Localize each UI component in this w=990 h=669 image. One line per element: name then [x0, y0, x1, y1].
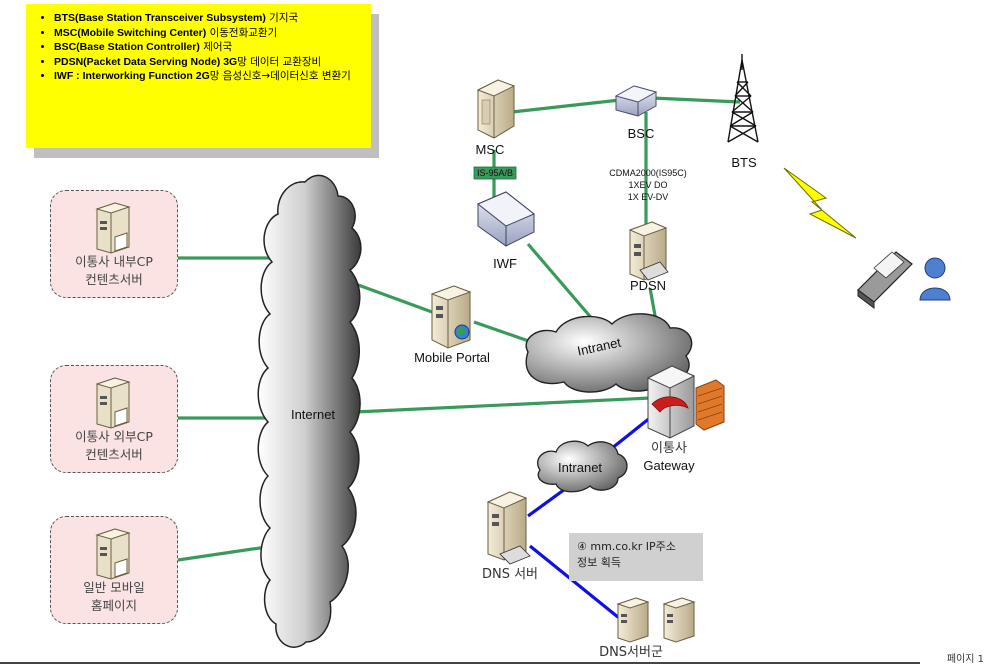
server-icon: [95, 528, 131, 580]
server-icon: [95, 202, 131, 254]
bsc-node: BSC: [614, 85, 658, 141]
internet-label: Internet: [291, 407, 335, 422]
link-internet-portal: [349, 280, 433, 314]
link-internet-gateway: [354, 396, 651, 414]
dns-group-node: DNS서버군: [599, 597, 696, 660]
dns-step-note: ④ mm.co.kr IP주소 정보 획득: [569, 533, 703, 581]
legend-item-iwf: IWF : Interworking Function 2G망 음성신호→데이터…: [54, 69, 361, 84]
mobile-portal-node: Mobile Portal: [414, 285, 490, 365]
link-msc-bsc: [511, 98, 621, 114]
link-bsc-bts: [651, 96, 741, 104]
gateway-node: 이통사 Gateway: [643, 365, 725, 473]
legend-box: BTS(Base Station Transceiver Subsystem) …: [26, 4, 371, 148]
link-dns-group: [528, 544, 626, 624]
cp-box-external-caption: 이통사 외부CP 컨텐츠서버: [75, 429, 153, 462]
page-number: 페이지 1: [946, 654, 984, 665]
msc-node: MSC: [476, 79, 516, 157]
svg-text:CDMA2000(IS95C): CDMA2000(IS95C): [609, 168, 687, 178]
legend-item-msc: MSC(Mobile Switching Center) 이동전화교환기: [54, 26, 361, 41]
server-icon: [95, 377, 131, 429]
blue-links: [527, 408, 661, 624]
legend-item-bsc: BSC(Base Station Controller) 제어국: [54, 40, 361, 55]
intranet-cloud-bottom: Intranet: [537, 440, 628, 493]
dns-group-server-icon-1: [616, 597, 650, 643]
link-iwf-intranet: [526, 242, 602, 330]
dns-server-node: DNS 서버: [482, 491, 538, 582]
dns-server-label: DNS 서버: [482, 567, 538, 582]
svg-text:IS-95A/B: IS-95A/B: [477, 168, 513, 178]
wireless-signal-icon: [783, 167, 857, 239]
iwf-node: IWF: [477, 191, 535, 271]
cp-box-external: 이통사 외부CP 컨텐츠서버: [50, 365, 178, 473]
svg-text:1XEV DO: 1XEV DO: [628, 180, 667, 190]
user-icon: [919, 257, 951, 301]
note-line2: 정보 획득: [577, 556, 621, 569]
pdsn-node: PDSN: [628, 221, 669, 293]
intranet-bottom-label: Intranet: [558, 460, 602, 475]
mobile-portal-label: Mobile Portal: [414, 350, 490, 365]
mobile-user: [857, 251, 951, 309]
mobile-phone-icon: [857, 251, 913, 309]
cp-box-internal: 이통사 내부CP 컨텐츠서버: [50, 190, 178, 298]
bts-node: BTS: [727, 54, 759, 170]
cp-box-mobile-homepage-caption: 일반 모바일 홈페이지: [83, 580, 145, 613]
is95-link-label: IS-95A/B: [473, 166, 517, 180]
pdsn-server-icon: [628, 221, 669, 281]
bts-tower-icon: [727, 54, 759, 143]
cp-box-mobile-homepage: 일반 모바일 홈페이지: [50, 516, 178, 624]
dns-group-label: DNS서버군: [599, 645, 663, 660]
iwf-label: IWF: [493, 256, 517, 271]
legend-item-pdsn: PDSN(Packet Data Serving Node) 3G망 데이터 교…: [54, 55, 361, 70]
gateway-label-line2: Gateway: [643, 458, 695, 473]
firewall-icon: [695, 379, 725, 431]
legend-item-bts: BTS(Base Station Transceiver Subsystem) …: [54, 11, 361, 26]
cp-box-internal-caption: 이통사 내부CP 컨텐츠서버: [75, 254, 153, 287]
gateway-label-line1: 이통사: [651, 441, 687, 456]
legend-list: BTS(Base Station Transceiver Subsystem) …: [36, 11, 361, 84]
intranet-cloud-top: Intranet: [525, 313, 693, 393]
bsc-label: BSC: [628, 126, 655, 141]
svg-text:1X EV-DV: 1X EV-DV: [628, 192, 669, 202]
note-line1: ④ mm.co.kr IP주소: [577, 540, 676, 553]
footer-rule: [0, 662, 920, 664]
dns-server-icon: [486, 491, 531, 565]
gateway-server-icon: [646, 365, 696, 439]
bsc-pdsn-link-label: CDMA2000(IS95C) 1XEV DO 1X EV-DV: [609, 168, 687, 202]
pdsn-label: PDSN: [630, 278, 666, 293]
msc-label: MSC: [476, 142, 505, 157]
internet-cloud: Internet: [257, 174, 362, 648]
bts-label: BTS: [731, 155, 757, 170]
dns-group-server-icon-2: [662, 597, 696, 643]
